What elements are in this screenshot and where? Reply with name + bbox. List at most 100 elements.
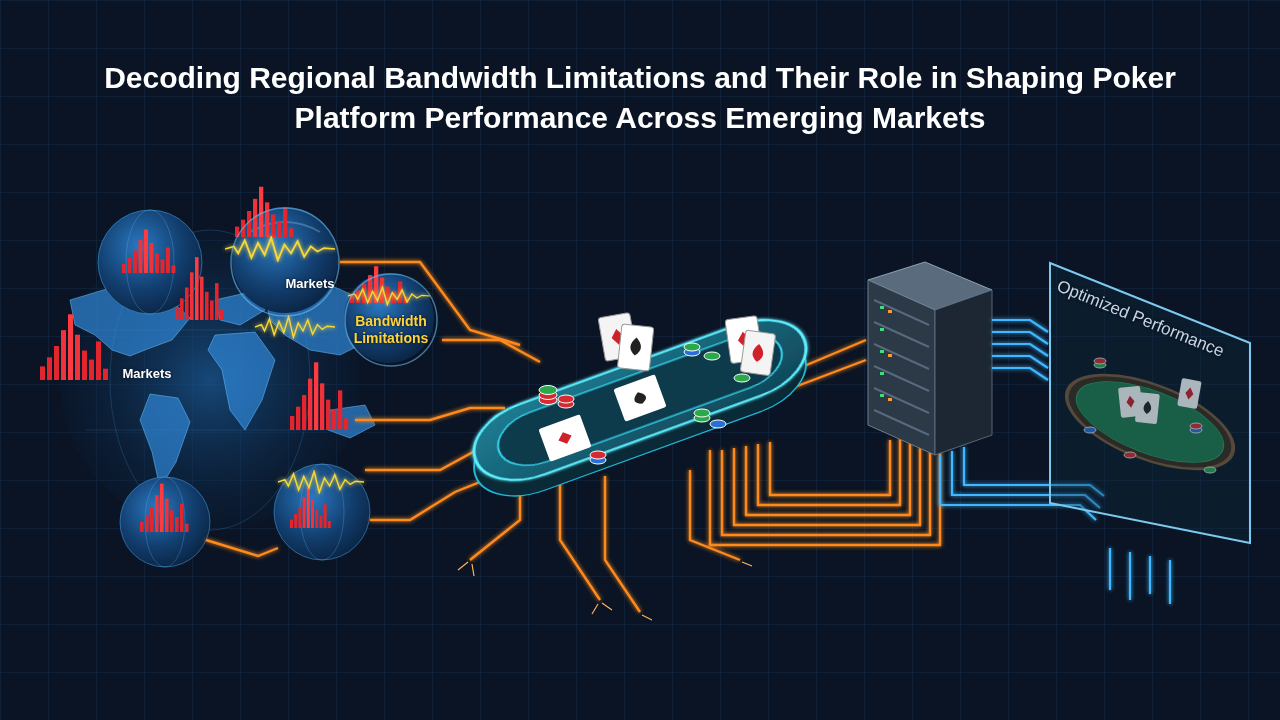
bandwidth-histograms: [40, 314, 108, 380]
poker-chips: [694, 409, 710, 417]
server-tower: [880, 350, 884, 353]
sparks: [458, 562, 468, 570]
orange-wires: [690, 470, 740, 560]
playing-cards: [613, 374, 666, 422]
sparks: [602, 603, 612, 610]
bandwidth-histograms: [122, 230, 175, 274]
world-continents: [208, 332, 275, 430]
poker-chips: [710, 420, 726, 428]
server-tower: [868, 280, 935, 455]
globe-node: Bandwidth Limitations: [344, 273, 438, 367]
blue-wires: [1169, 560, 1171, 604]
map-label: Markets: [122, 366, 171, 381]
title-box: Decoding Regional Bandwidth Limitations …: [0, 58, 1280, 138]
signal-waves: [225, 238, 335, 261]
playing-cards: [632, 390, 648, 406]
world-continents: [140, 394, 190, 488]
small-globes: [274, 464, 370, 560]
server-tower: [874, 300, 929, 435]
blue-wires: [992, 368, 1048, 380]
sparks: [458, 562, 752, 620]
server-tower: [874, 388, 929, 413]
node-label: Bandwidth Limitations: [347, 313, 435, 347]
orange-wires: [734, 434, 920, 525]
orange-wires: [722, 432, 930, 535]
poker-table: [490, 324, 790, 476]
server-tower: [880, 394, 884, 397]
playing-cards: [538, 414, 591, 462]
display-panel: Optimized Performance: [1045, 258, 1255, 548]
blue-wires: [1129, 552, 1131, 600]
playing-cards: [740, 330, 776, 376]
orange-wires: [758, 438, 900, 505]
server-tower: [888, 310, 892, 401]
server-tower: [874, 300, 929, 325]
sparks: [592, 604, 598, 614]
poker-table: [463, 305, 817, 495]
orange-wires: [442, 340, 540, 362]
playing-cards: [556, 430, 573, 446]
small-globes: [300, 464, 344, 560]
sparks: [472, 564, 474, 576]
poker-chips: [539, 386, 557, 395]
playing-cards: [617, 324, 653, 371]
sparks: [642, 615, 652, 620]
bandwidth-histograms: [40, 187, 408, 532]
playing-cards: [740, 330, 776, 376]
server-tower: [888, 310, 892, 313]
orange-wires: [206, 540, 278, 556]
poker-chips: [539, 343, 750, 464]
signal-waves: [255, 317, 335, 338]
blue-wires: [992, 356, 1048, 368]
server-tower: [868, 262, 992, 455]
blue-wires: [1109, 548, 1111, 590]
orange-wires: [355, 408, 505, 420]
server-tower: [880, 328, 884, 331]
server-tower: [880, 372, 884, 375]
poker-table: [463, 305, 817, 495]
bandwidth-histograms: [140, 484, 189, 532]
blue-wires: [992, 332, 1048, 344]
small-globes: [120, 477, 210, 567]
orange-wires: [605, 476, 640, 612]
node-label: Markets: [285, 276, 334, 292]
server-tower: [888, 354, 892, 357]
orange-wires: [560, 466, 600, 600]
globe-node: Markets: [230, 207, 340, 317]
orange-wires: [206, 262, 940, 612]
bandwidth-histograms: [290, 487, 331, 528]
server-tower: [880, 306, 884, 309]
server-tower: [874, 366, 929, 391]
server-tower: [880, 306, 884, 397]
poker-chips: [734, 374, 750, 382]
signal-waves: [278, 472, 364, 493]
globe-outline: [345, 274, 437, 366]
poker-table: [463, 305, 817, 511]
orange-wires: [746, 436, 910, 515]
playing-cards: [617, 324, 653, 371]
panel-outline: [1050, 263, 1250, 543]
signal-waves: [348, 287, 430, 304]
playing-cards: [538, 312, 775, 461]
node-outline: [230, 207, 340, 317]
blue-wires: [992, 344, 1048, 356]
globe-outline: [231, 208, 339, 316]
poker-chips: [558, 395, 574, 403]
sparks: [742, 562, 752, 566]
bandwidth-histograms: [175, 257, 224, 320]
page-title: Decoding Regional Bandwidth Limitations …: [80, 58, 1200, 138]
server-tower: [935, 290, 992, 455]
small-globes: [344, 273, 434, 363]
blue-wires: [1149, 556, 1151, 594]
label-holder: Markets: [122, 364, 171, 382]
server-tower: [874, 322, 929, 347]
orange-wires: [710, 430, 940, 545]
playing-cards: [630, 337, 642, 356]
poker-chips: [704, 352, 720, 360]
playing-cards: [538, 414, 591, 462]
orange-wires: [770, 440, 890, 495]
bandwidth-histograms: [290, 362, 348, 430]
